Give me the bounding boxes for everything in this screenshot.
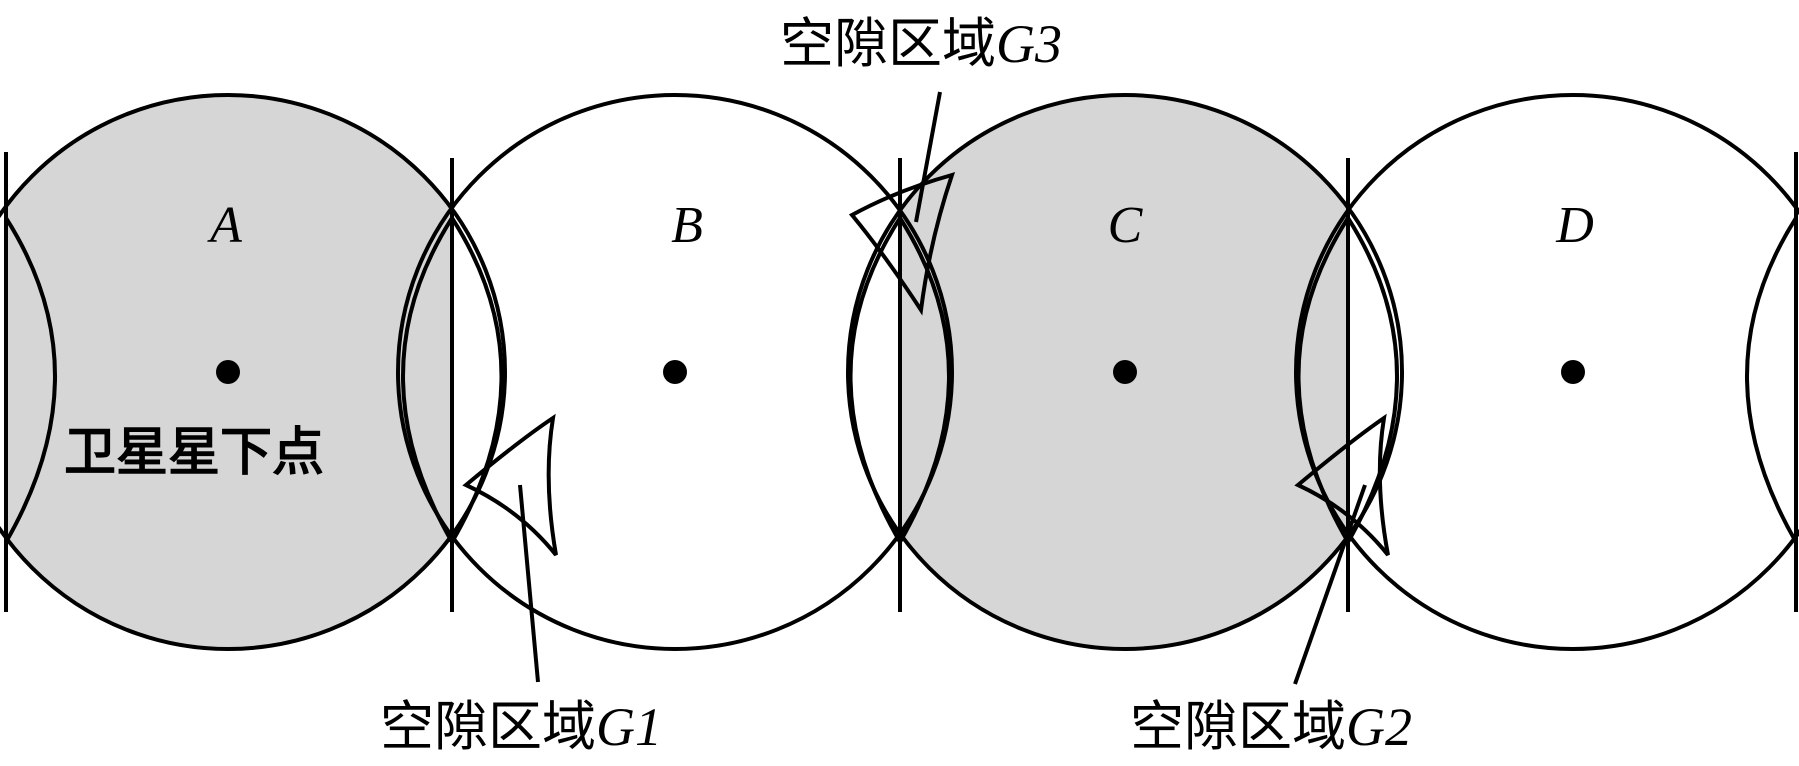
gap-label-g1: 空隙区域G1 — [380, 695, 662, 758]
overlap-arc — [450, 216, 504, 544]
subsatellite-point-c — [1113, 360, 1137, 384]
cell-label-d: D — [1555, 197, 1594, 254]
gap-region-g1-shape — [462, 413, 558, 557]
gap-region-g2-shape — [1294, 413, 1390, 557]
coverage-circle-a — [0, 93, 507, 651]
gap-label-g3-prefix: 空隙区域 — [780, 12, 996, 75]
leader-line-g2 — [1293, 484, 1367, 685]
cell-label-b: B — [671, 197, 703, 254]
overlap-arc — [1745, 216, 1798, 543]
gap-label-g3-id: G3 — [996, 14, 1062, 74]
gap-label-g2: 空隙区域G2 — [1130, 695, 1412, 758]
overlap-arc — [1296, 216, 1350, 544]
leader-line-g3 — [914, 91, 942, 223]
gap-label-g1-id: G1 — [596, 697, 662, 757]
gap-label-g3: 空隙区域G3 — [780, 12, 1062, 75]
cell-label-c: C — [1108, 197, 1144, 254]
subsatellite-point-d — [1561, 360, 1585, 384]
coverage-circle-c — [846, 93, 1404, 651]
overlap-arc — [848, 216, 902, 544]
overlap-arc — [4, 216, 57, 543]
overlap-arc — [1346, 216, 1399, 543]
coverage-circle-b — [396, 93, 954, 651]
gap-label-g2-prefix: 空隙区域 — [1130, 695, 1346, 758]
gap-region-g3-shape — [848, 172, 956, 316]
gap-label-g1-prefix: 空隙区域 — [380, 695, 596, 758]
subsatellite-point-b — [663, 360, 687, 384]
leader-line-g1 — [518, 484, 540, 683]
gap-label-g2-id: G2 — [1346, 697, 1412, 757]
subsatellite-point-a — [216, 360, 240, 384]
subsatellite-label: 卫星星下点 — [64, 423, 324, 483]
cell-label-a: A — [207, 197, 242, 254]
coverage-circle-d — [1294, 93, 1799, 651]
overlap-arc — [401, 216, 454, 543]
overlap-arc — [898, 216, 951, 543]
